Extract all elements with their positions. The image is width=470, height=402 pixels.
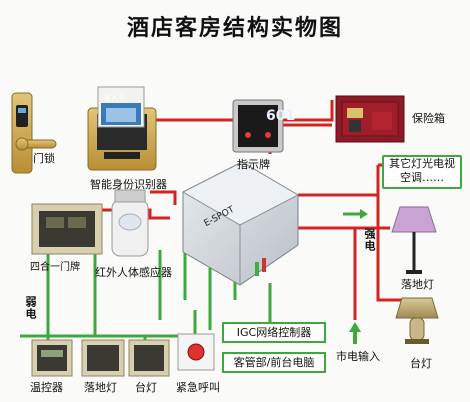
- ir-sensor-image: [111, 189, 149, 257]
- label-thermostat: 温控器: [30, 381, 63, 394]
- label-indicator: 指示牌: [237, 158, 270, 171]
- mains-input-arrow: [349, 322, 361, 344]
- table-lamp-panel-image: [128, 339, 170, 377]
- thermostat-image: [31, 339, 73, 377]
- label-strong-current: 强电: [363, 228, 376, 252]
- label-weak-current: 弱电: [24, 296, 37, 320]
- label-four-in-one: 四合一门牌: [30, 262, 80, 273]
- label-id-reader: 智能身份识别器: [90, 178, 167, 191]
- floor-lamp-panel-image: [81, 339, 125, 377]
- label-floor-lamp-panel: 落地灯: [84, 381, 117, 394]
- front-desk-box: 客管部/前台电脑: [222, 352, 326, 373]
- door-lock-image: [11, 92, 57, 174]
- label-ir-sensor: 红外人体感应器: [95, 266, 172, 279]
- card-text: 客人卡: [104, 94, 125, 102]
- id-reader-image: [87, 86, 157, 171]
- label-floor-lamp-right: 落地灯: [401, 278, 434, 291]
- other-devices-box: 其它灯光电视 空调……: [382, 155, 462, 189]
- page-title: 酒店客房结构实物图: [126, 16, 343, 41]
- floor-lamp-image: [391, 206, 437, 274]
- room-controller-box-image: [181, 161, 300, 286]
- indicator-sign-image: [232, 99, 284, 153]
- igc-controller-box: IGC网络控制器: [222, 322, 326, 343]
- emergency-call-image: [177, 333, 215, 371]
- safe-image: [335, 95, 405, 143]
- other-devices-line1: 其它灯光电视: [389, 157, 455, 170]
- label-emergency-call: 紧急呼叫: [176, 381, 220, 394]
- weak-arrow: [343, 209, 368, 219]
- label-door-lock: 门锁: [33, 152, 55, 165]
- label-table-lamp-panel: 台灯: [135, 381, 157, 394]
- label-table-lamp-right: 台灯: [410, 357, 432, 370]
- other-devices-line2: 空调……: [400, 171, 444, 184]
- label-mains-input: 市电输入: [336, 350, 380, 363]
- label-safe: 保险箱: [412, 112, 445, 125]
- table-lamp-image: [395, 297, 439, 344]
- four-in-one-panel-image: [31, 203, 103, 255]
- indicator-number: 601: [266, 108, 296, 124]
